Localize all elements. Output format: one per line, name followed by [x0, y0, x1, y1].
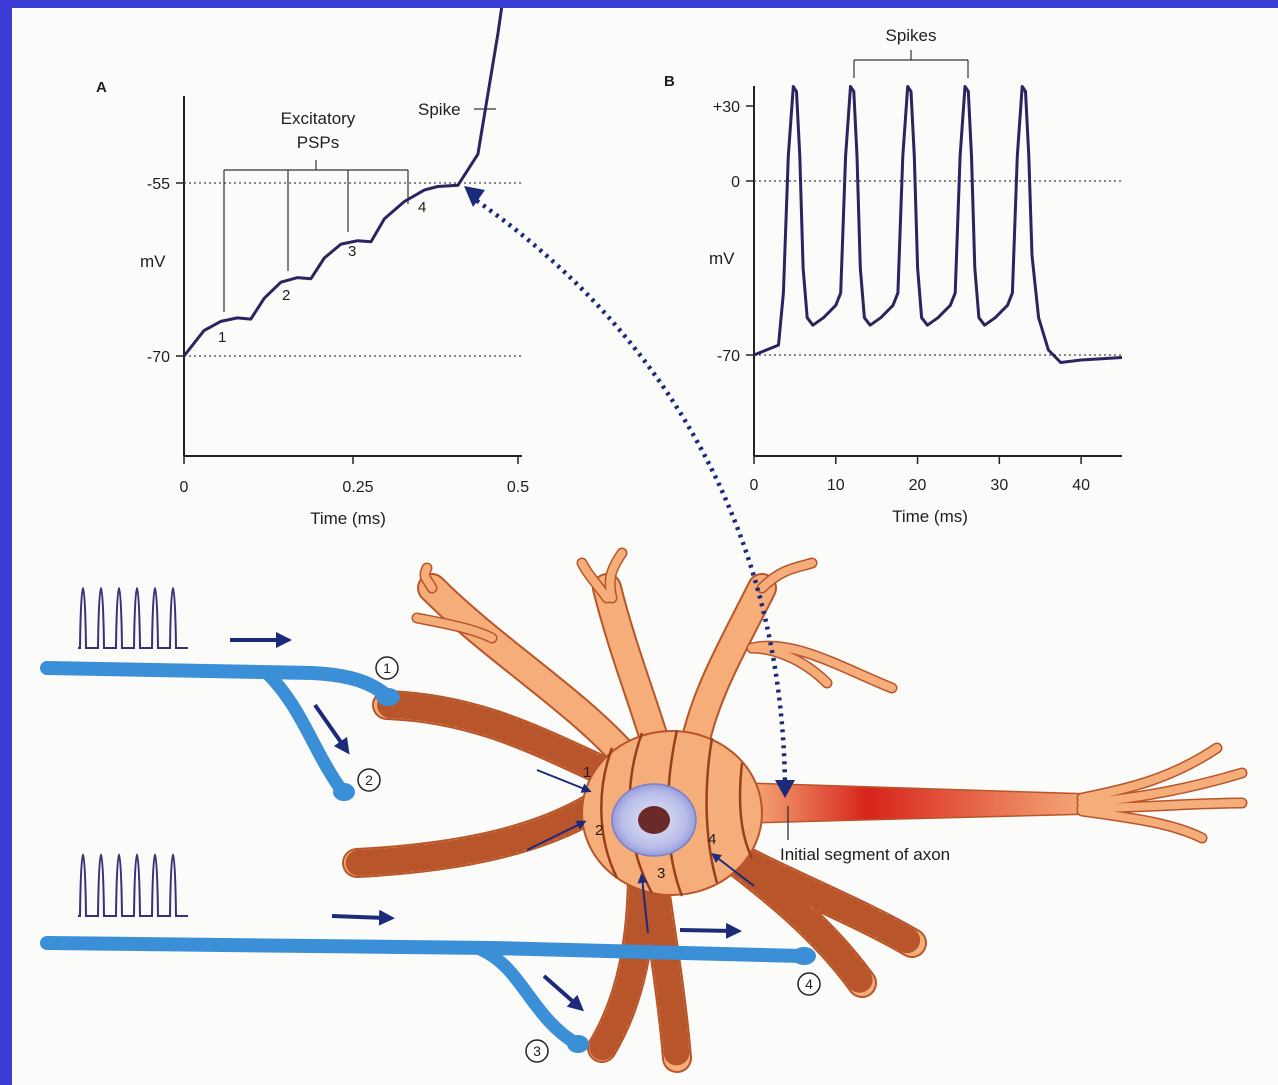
neuron-illustration: 1 2 3 4 1 2 3 4 Initial segment of axon [47, 186, 1242, 1062]
psp-number: 4 [418, 199, 426, 216]
psp-group-label: PSPs [297, 133, 340, 152]
psp-number: 2 [282, 287, 290, 304]
panel-a-letter: A [96, 79, 107, 96]
psp-group-label: Excitatory [281, 109, 356, 128]
panel-b-xtick-label: 0 [750, 477, 759, 494]
panel-a-xtick-label: 0.5 [507, 479, 529, 496]
synapse-number: 4 [805, 976, 813, 992]
axon [747, 748, 1242, 838]
panel-b-xtick-label: 40 [1072, 477, 1090, 494]
psp-number: 1 [218, 329, 226, 346]
connector-arrowhead-top [464, 186, 485, 207]
panel-b-x-label: Time (ms) [892, 507, 968, 526]
panel-b-y-label: mV [709, 249, 735, 268]
panel-b: B +30 0 -70 mV 0 10 20 30 40 Time (ms) Spike… [664, 26, 1122, 526]
panel-a-ytick-label: -70 [147, 349, 170, 366]
panel-a-ytick-label: -55 [147, 176, 170, 193]
panel-b-trace [754, 87, 1122, 363]
soma-input-number: 3 [657, 865, 665, 882]
synapse-label-4: 4 [798, 973, 820, 995]
panel-b-ytick-label: +30 [713, 99, 740, 116]
panel-b-ytick-label: 0 [731, 174, 740, 191]
soma-input-number: 1 [583, 764, 591, 781]
panel-b-xtick-label: 10 [827, 477, 845, 494]
panel-b-xtick-label: 30 [990, 477, 1008, 494]
panel-a-xtick-label: 0.25 [342, 479, 373, 496]
synapse-label-3: 3 [526, 1040, 548, 1062]
nucleolus [638, 806, 670, 834]
synapse-number: 2 [365, 772, 373, 788]
presynaptic-spike-train [78, 855, 188, 917]
panel-b-xticks: 0 10 20 30 40 [750, 456, 1091, 494]
spike-label: Spike [418, 100, 461, 119]
figure-canvas: A -55 -70 mV 0 0.25 0.5 Time (ms) Excita… [12, 8, 1278, 1085]
panel-a-x-label: Time (ms) [310, 509, 386, 528]
spikes-bracket [854, 50, 968, 78]
synapse-label-1: 1 [376, 657, 398, 679]
soma-input-number: 2 [595, 822, 603, 839]
figure-frame: A -55 -70 mV 0 0.25 0.5 Time (ms) Excita… [12, 8, 1278, 1085]
synapse-number: 3 [533, 1043, 541, 1059]
initial-segment-label: Initial segment of axon [780, 845, 950, 864]
panel-b-letter: B [664, 73, 675, 90]
panel-a-trace [184, 8, 505, 356]
panel-a-y-label: mV [140, 252, 166, 271]
panel-a-xtick-label: 0 [180, 479, 189, 496]
presynaptic-spike-train [78, 588, 188, 648]
psp-number: 3 [348, 243, 356, 260]
panel-a: A -55 -70 mV 0 0.25 0.5 Time (ms) Excita… [96, 8, 529, 528]
synapse-number: 1 [383, 660, 391, 676]
panel-b-xtick-label: 20 [909, 477, 927, 494]
spikes-label: Spikes [885, 26, 936, 45]
soma-input-number: 4 [708, 831, 716, 848]
panel-b-ytick-label: -70 [717, 348, 740, 365]
synapse-label-2: 2 [358, 769, 380, 791]
